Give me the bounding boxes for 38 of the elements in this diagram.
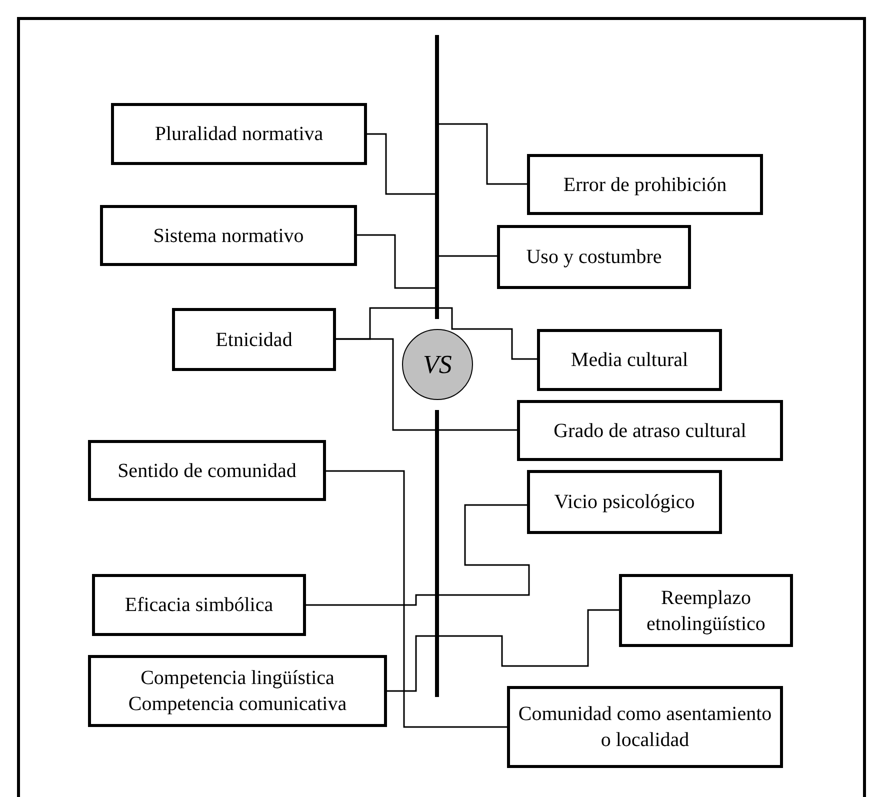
connector-line	[357, 234, 435, 289]
concept-box	[619, 574, 793, 647]
node-label: Pluralidad normativa	[154, 122, 324, 147]
node-label: Eficacia simbólica	[124, 593, 274, 618]
node-label: Error de prohibición	[563, 172, 727, 198]
node-label: Vicio psicológico	[554, 490, 695, 515]
connector-line	[326, 470, 507, 728]
concept-box	[88, 440, 326, 501]
connector-line	[439, 255, 497, 257]
axis-bar	[435, 410, 439, 697]
concept-box	[92, 574, 306, 636]
node-label: Comunidad como asentamiento o localidad	[518, 702, 772, 753]
node-label: Sistema normativo	[153, 224, 304, 248]
node-label: Etnicidad	[216, 328, 292, 352]
concept-box	[537, 329, 722, 391]
node-label: Grado de atraso cultural	[554, 418, 746, 444]
concept-box	[88, 655, 387, 727]
concept-box	[507, 686, 783, 768]
axis-bar	[435, 35, 439, 319]
concept-box	[100, 205, 357, 266]
connector-line	[367, 133, 435, 195]
concept-box	[527, 470, 722, 534]
node-label: Media cultural	[570, 348, 688, 373]
node-label: VS	[423, 348, 452, 381]
concept-box	[111, 103, 367, 165]
node-label: Competencia comunicativa	[128, 692, 347, 717]
concept-box	[172, 308, 336, 371]
node-label: Uso y costumbre	[526, 245, 662, 270]
node-label: Competencia lingüística	[140, 666, 334, 691]
node-label: Sentido de comunidad	[118, 458, 296, 484]
connector-line	[439, 123, 527, 185]
concept-box	[497, 225, 691, 289]
connector-line	[306, 504, 530, 606]
concept-box	[527, 154, 763, 215]
connector-line	[387, 609, 619, 692]
connector-line	[336, 338, 517, 431]
node-label: Reemplazo etnolingüístico	[646, 586, 766, 636]
concept-box	[517, 400, 783, 461]
